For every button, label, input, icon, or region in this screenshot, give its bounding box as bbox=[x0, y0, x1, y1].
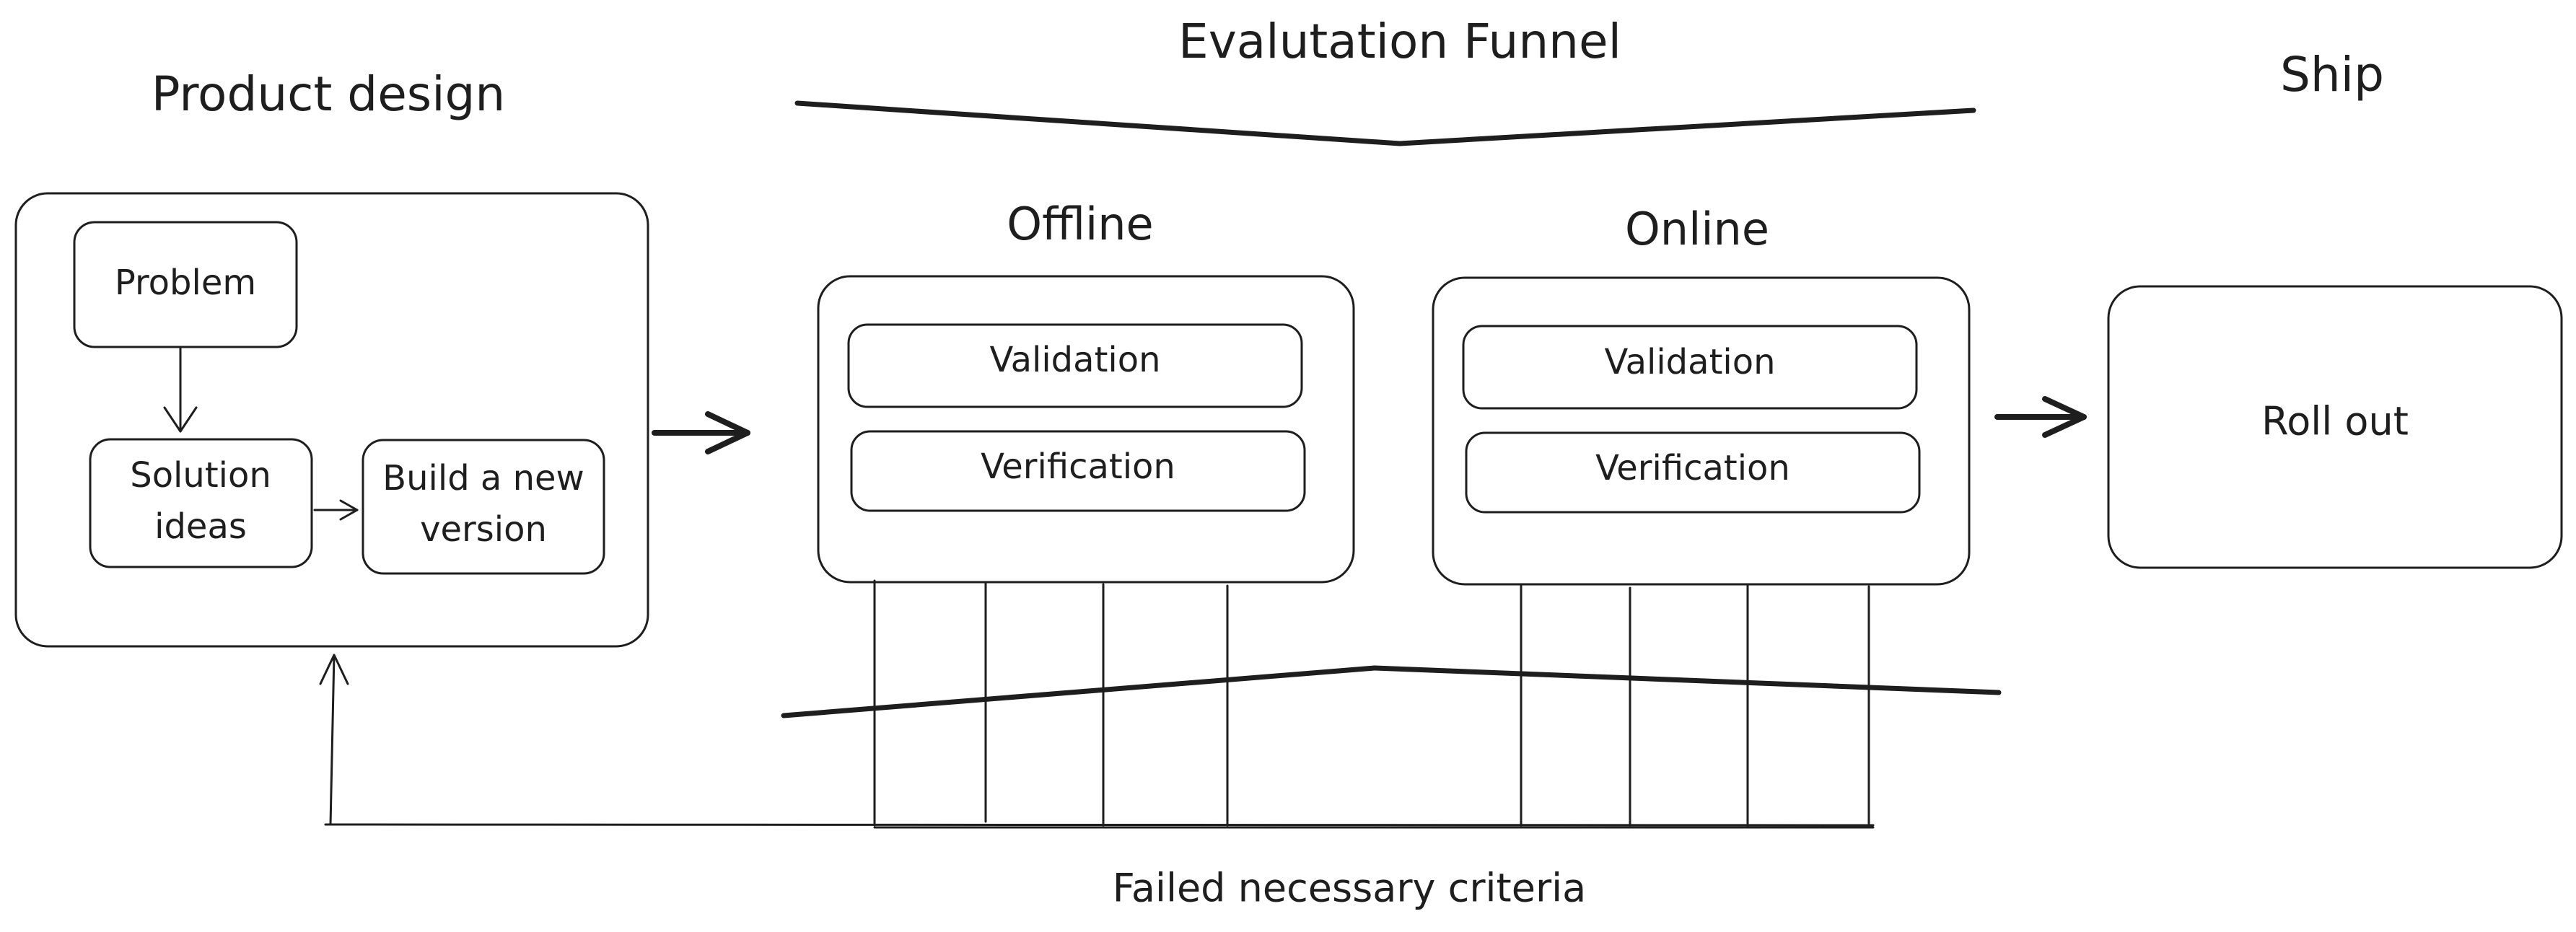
offline-verification-row bbox=[850, 430, 1306, 512]
roll-out-label: Roll out bbox=[2261, 399, 2409, 444]
feedback-arrowhead bbox=[319, 654, 349, 685]
problem-to-solution-arrowhead bbox=[163, 406, 198, 433]
online-heading: Online bbox=[1625, 203, 1769, 255]
online-validation-label: Validation bbox=[1604, 342, 1775, 382]
ship-heading: Ship bbox=[2280, 47, 2384, 102]
problem-node bbox=[73, 221, 298, 348]
funnel-top-line bbox=[794, 100, 1976, 146]
online-to-ship-arrowhead bbox=[2042, 396, 2087, 438]
funnel-bottom-line bbox=[781, 665, 2002, 718]
online-verification-row bbox=[1465, 431, 1921, 514]
evaluation-funnel-heading: Evalutation Funnel bbox=[1178, 14, 1621, 69]
roll-out-box bbox=[2107, 285, 2563, 569]
product-to-offline-arrowhead bbox=[705, 411, 750, 454]
solution-to-build-arrowhead bbox=[339, 499, 359, 521]
build-new-version-label-line1: Build a new bbox=[382, 458, 584, 498]
online-verification-label: Verification bbox=[1595, 448, 1790, 488]
feedback-vertical-line bbox=[329, 654, 336, 826]
online-box bbox=[1432, 276, 1971, 586]
problem-label: Problem bbox=[115, 263, 256, 303]
product-design-heading: Product design bbox=[152, 66, 506, 122]
online-validation-row bbox=[1462, 325, 1918, 410]
offline-validation-row bbox=[847, 323, 1303, 408]
solution-ideas-label-line2: ideas bbox=[154, 506, 247, 547]
offline-verification-label: Verification bbox=[981, 447, 1175, 487]
product-design-box bbox=[14, 192, 649, 648]
offline-heading: Offline bbox=[1007, 198, 1153, 250]
solution-ideas-label-line1: Solution bbox=[130, 455, 271, 496]
build-new-version-label-line2: version bbox=[420, 509, 547, 550]
solution-ideas-node bbox=[89, 438, 313, 568]
offline-validation-label: Validation bbox=[989, 340, 1160, 380]
failed-criteria-caption: Failed necessary criteria bbox=[1113, 866, 1587, 911]
offline-box bbox=[817, 275, 1355, 584]
build-new-version-node bbox=[362, 439, 605, 575]
